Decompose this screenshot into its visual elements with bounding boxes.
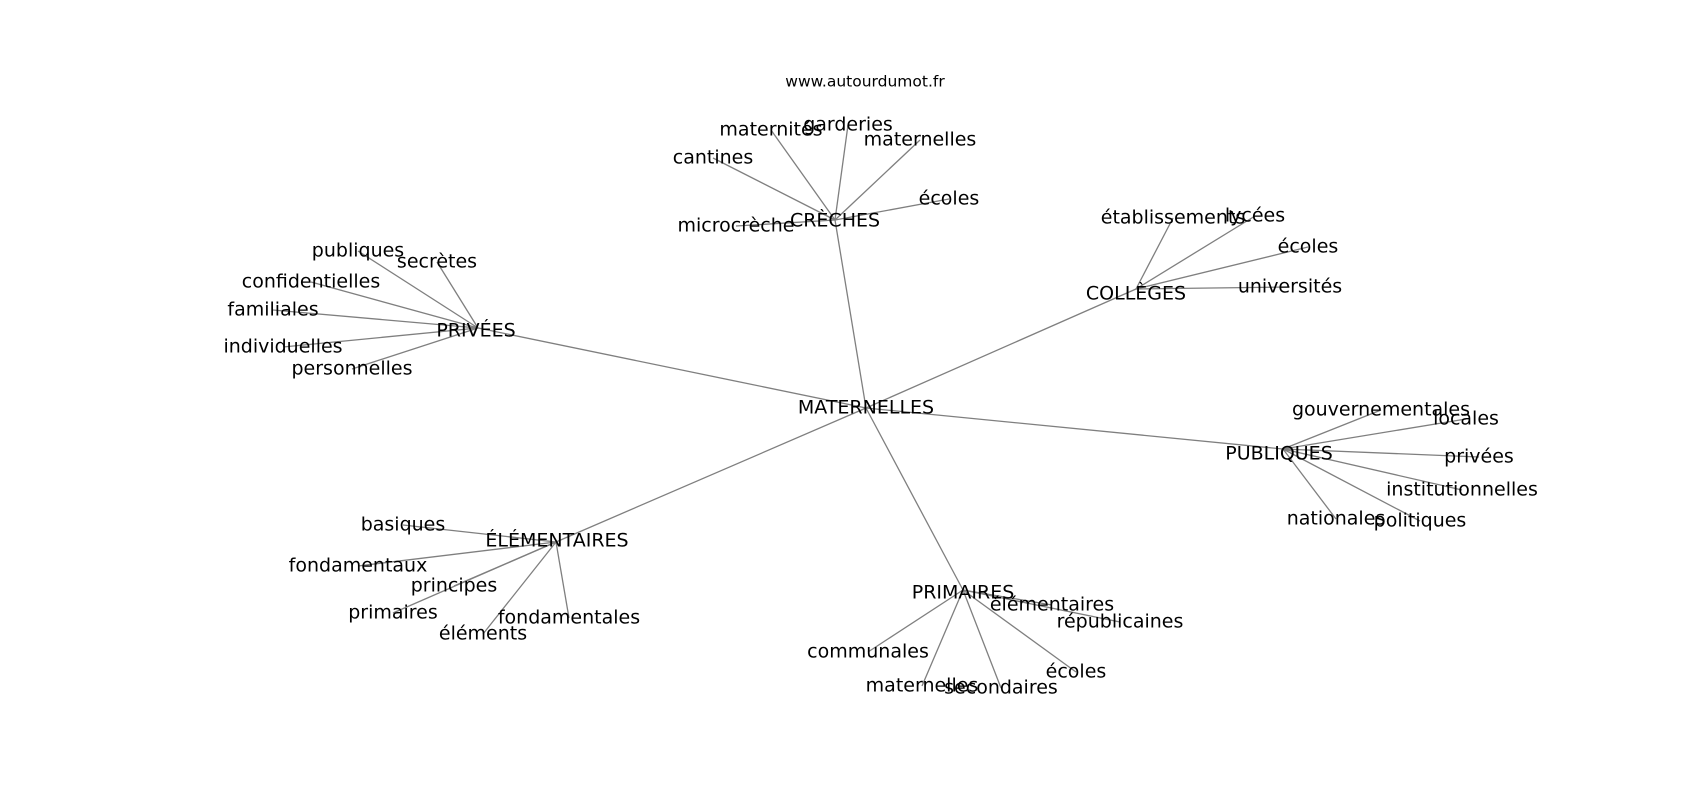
edge-elementaires-leaf-5: [555, 541, 570, 619]
hub-node-colleges[interactable]: COLLÈGES: [1086, 282, 1186, 305]
edge-creches-leaf-4: [834, 198, 950, 221]
leaf-node-publiques[interactable]: politiques: [1374, 510, 1467, 532]
edge-privees-leaf-5: [351, 327, 479, 370]
leaf-node-privees[interactable]: familiales: [227, 299, 318, 321]
edge-publiques-leaf-5: [1282, 448, 1421, 522]
leaf-node-publiques[interactable]: locales: [1433, 408, 1499, 430]
edge-primaires-leaf-2: [867, 589, 964, 653]
leaf-node-colleges[interactable]: écoles: [1278, 236, 1339, 258]
leaf-node-creches[interactable]: microcrèche: [678, 215, 795, 237]
leaf-node-publiques[interactable]: nationales: [1287, 508, 1386, 530]
edge-root-primaires: [865, 407, 964, 591]
leaf-node-publiques[interactable]: gouvernementales: [1292, 399, 1470, 421]
edge-privees-leaf-1: [436, 261, 479, 329]
edge-elementaires-leaf-1: [357, 541, 557, 567]
edge-creches-leaf-3: [712, 157, 836, 221]
leaf-node-privees[interactable]: confidentielles: [242, 271, 380, 293]
edge-colleges-leaf-0: [1135, 217, 1174, 290]
edge-primaires-leaf-5: [962, 589, 1002, 689]
edge-elementaires-leaf-3: [392, 541, 557, 614]
edge-root-privees: [477, 327, 867, 409]
edge-publiques-leaf-1: [1282, 418, 1467, 450]
edge-publiques-leaf-0: [1282, 409, 1382, 450]
edge-layer: [272, 124, 1480, 689]
leaf-node-privees[interactable]: individuelles: [223, 336, 342, 358]
leaf-node-colleges[interactable]: universités: [1238, 276, 1342, 298]
leaf-node-primaires[interactable]: écoles: [1046, 661, 1107, 683]
edge-colleges-leaf-3: [1135, 286, 1291, 290]
hub-node-creches[interactable]: CRÈCHES: [790, 209, 880, 232]
site-credit: www.autourdumot.fr: [785, 73, 945, 91]
edge-creches-leaf-2: [834, 139, 921, 221]
leaf-node-elementaires[interactable]: primaires: [348, 602, 438, 624]
edge-primaires-leaf-4: [921, 589, 964, 687]
edge-publiques-leaf-2: [1282, 448, 1480, 458]
leaf-node-privees[interactable]: personnelles: [291, 358, 412, 380]
hub-node-publiques[interactable]: PUBLIQUES: [1225, 443, 1333, 465]
edge-colleges-leaf-2: [1135, 246, 1309, 290]
leaf-node-elementaires[interactable]: fondamentaux: [289, 555, 428, 577]
leaf-node-primaires[interactable]: élémentaires: [990, 594, 1114, 616]
leaf-node-colleges[interactable]: établissements: [1101, 207, 1245, 229]
edge-creches-leaf-5: [735, 219, 836, 227]
edge-root-publiques: [865, 407, 1284, 450]
edge-privees-leaf-3: [272, 309, 479, 329]
edge-root-elementaires: [555, 407, 867, 543]
hub-node-privees[interactable]: PRIVÉES: [436, 319, 515, 342]
leaf-node-elementaires[interactable]: fondamentales: [498, 607, 640, 629]
leaf-node-elementaires[interactable]: basiques: [361, 514, 446, 536]
leaf-node-colleges[interactable]: lycées: [1225, 205, 1285, 227]
edge-publiques-leaf-3: [1282, 448, 1463, 491]
edge-creches-leaf-1: [834, 124, 849, 221]
leaf-node-primaires[interactable]: secondaires: [944, 677, 1058, 699]
leaf-node-privees[interactable]: secrètes: [397, 251, 477, 273]
edge-primaires-leaf-1: [962, 589, 1121, 623]
edge-colleges-leaf-1: [1135, 215, 1256, 290]
leaf-node-creches[interactable]: cantines: [673, 147, 754, 169]
node-layer: MATERNELLESCRÈCHESmaternitésgarderiesmat…: [223, 114, 1537, 699]
edge-elementaires-leaf-0: [402, 524, 557, 543]
leaf-node-primaires[interactable]: républicaines: [1057, 611, 1184, 633]
leaf-node-creches[interactable]: écoles: [919, 188, 980, 210]
hub-node-elementaires[interactable]: ÉLÉMENTAIRES: [485, 529, 628, 552]
leaf-node-creches[interactable]: maternelles: [864, 129, 977, 151]
edge-primaires-leaf-3: [962, 589, 1077, 673]
leaf-node-elementaires[interactable]: principes: [411, 575, 498, 597]
leaf-node-publiques[interactable]: institutionnelles: [1386, 479, 1538, 501]
root-node[interactable]: MATERNELLES: [798, 397, 934, 419]
leaf-node-elementaires[interactable]: éléments: [439, 623, 527, 645]
leaf-node-privees[interactable]: publiques: [312, 240, 404, 262]
edge-root-creches: [834, 219, 867, 409]
leaf-node-publiques[interactable]: privées: [1444, 446, 1514, 468]
edge-privees-leaf-2: [310, 281, 479, 329]
leaf-node-creches[interactable]: maternités: [719, 119, 822, 141]
edge-creches-leaf-0: [770, 129, 836, 221]
edge-privees-leaf-4: [282, 327, 479, 348]
edge-publiques-leaf-4: [1282, 448, 1337, 520]
leaf-node-primaires[interactable]: communales: [807, 641, 929, 663]
edge-elementaires-leaf-4: [482, 541, 557, 635]
edge-root-colleges: [865, 288, 1137, 409]
edge-privees-leaf-0: [357, 250, 479, 329]
leaf-node-primaires[interactable]: maternelles: [866, 675, 979, 697]
leaf-node-creches[interactable]: garderies: [803, 114, 893, 136]
hub-node-primaires[interactable]: PRIMAIRES: [912, 582, 1015, 604]
